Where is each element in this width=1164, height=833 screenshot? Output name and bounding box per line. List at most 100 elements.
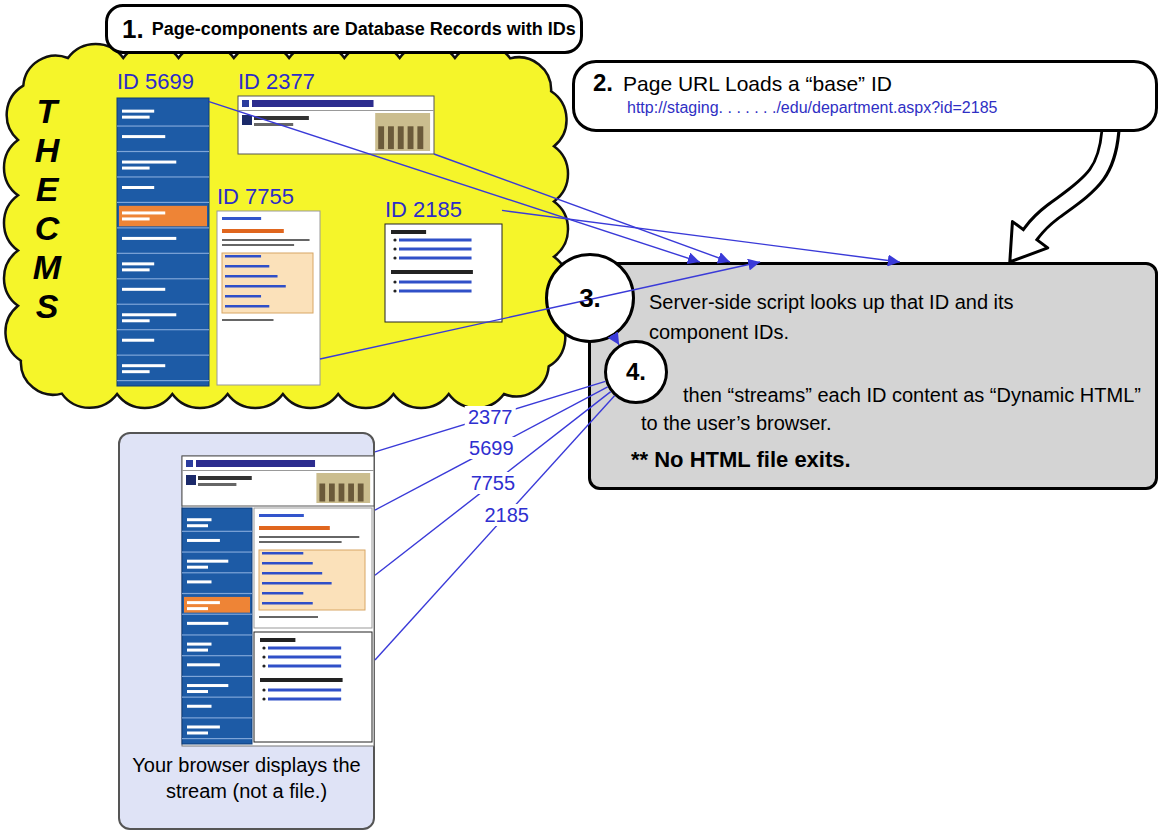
logo-text-mark: [198, 476, 252, 480]
connector-line: [375, 392, 611, 576]
connector-line: [209, 102, 700, 262]
heading-mark: [259, 526, 330, 530]
step-text: then “streams” each ID content as “Dynam…: [641, 381, 1146, 437]
caption-text: Your browser displays the stream (not a …: [120, 752, 373, 804]
menu-text-mark: [122, 135, 165, 138]
header-banner: [238, 96, 434, 154]
menu-text-mark: [122, 217, 150, 220]
callout-text: 2.: [593, 69, 613, 97]
callout-text: http://staging. . . . . . ./edu/departme…: [627, 99, 1137, 117]
photo-strip: [316, 473, 370, 503]
menu-text-mark: [122, 319, 150, 322]
record-header: ID 2377: [238, 70, 434, 154]
bullet-dot: [393, 280, 396, 283]
link-mark: [225, 285, 286, 288]
connector-line: [434, 154, 730, 262]
callout-text: Page-components are Database Records wit…: [152, 19, 576, 40]
menu-divider: [117, 253, 209, 254]
link-mark: [225, 275, 278, 278]
menu-text-mark: [122, 167, 150, 170]
step-circle: 4.: [604, 340, 668, 404]
link-mark: [399, 248, 472, 251]
heading-mark: [391, 270, 473, 274]
link-mark: [262, 582, 332, 585]
edge-label: 2377: [465, 406, 516, 428]
link-mark: [225, 265, 269, 268]
content-panel: [254, 508, 372, 628]
connector-line: [375, 387, 608, 510]
link-mark: [262, 592, 303, 595]
connector-path: [375, 392, 611, 576]
hollow-arrow: [1010, 122, 1111, 262]
menu-text-mark: [122, 161, 176, 164]
menu-divider: [117, 278, 209, 279]
photo-figure: [417, 126, 423, 149]
link-mark: [399, 257, 472, 260]
menu-divider: [182, 593, 252, 594]
menu-divider: [182, 614, 252, 615]
link-table: [222, 253, 313, 313]
menu-text-mark: [187, 580, 212, 583]
bullet-dot: [393, 238, 396, 241]
step-number: 3.: [579, 283, 601, 314]
photo-figure: [378, 126, 384, 149]
photo-figure: [358, 484, 364, 502]
menu-highlight: [184, 597, 250, 613]
bullet-dot: [262, 697, 265, 700]
connector-path: [209, 102, 700, 262]
menu-text-mark: [187, 607, 208, 610]
record-screenshot: [217, 185, 320, 385]
menu-text-mark: [122, 110, 154, 113]
connector-path: [614, 336, 619, 345]
menu-divider: [182, 717, 252, 718]
menu-text-mark: [187, 731, 208, 734]
connector-line: [320, 262, 760, 359]
photo-strip: [375, 113, 430, 151]
logo-text-mark: [198, 483, 236, 486]
title-chevron: [242, 100, 249, 107]
menu-text-mark: [187, 566, 208, 569]
connector-path: [434, 154, 730, 262]
header-rule: [238, 110, 434, 111]
header-rule: [182, 470, 374, 471]
menu-divider: [182, 572, 252, 573]
speech-callout: 2.Page URL Loads a “base” IDhttp://stagi…: [572, 60, 1158, 132]
link-mark: [225, 295, 261, 298]
photo-figure: [319, 484, 325, 502]
menu-divider: [117, 176, 209, 177]
text-mark: [222, 239, 310, 241]
cms-cloud: THE CMSID 5699ID 2377ID 7755ID 2185: [0, 40, 572, 412]
photo-figure: [348, 484, 354, 502]
menu-divider: [117, 125, 209, 126]
menu-divider: [182, 551, 252, 552]
menu-text-mark: [187, 663, 220, 666]
step-text: Server-side script looks up that ID and …: [649, 287, 1029, 347]
connector-path: [375, 396, 615, 660]
browser-panel: Your browser displays the stream (not a …: [118, 432, 375, 830]
connector-path: [375, 387, 608, 510]
menu-text-mark: [122, 370, 150, 373]
photo-figure: [408, 126, 414, 149]
text-mark: [222, 319, 274, 321]
menu-text-mark: [187, 518, 212, 521]
process-box: Server-side script looks up that ID and …: [588, 262, 1158, 490]
menu-divider: [182, 676, 252, 677]
edge-label: 5699: [466, 437, 517, 459]
heading-mark: [260, 638, 295, 642]
record-id: ID 2377: [238, 70, 434, 94]
link-mark: [399, 281, 472, 284]
menu-text-mark: [187, 643, 212, 646]
menu-text-mark: [122, 268, 150, 271]
logo-mark: [242, 115, 252, 125]
heading-mark: [260, 678, 343, 682]
link-mark: [268, 665, 341, 668]
menu-text-mark: [187, 690, 208, 693]
link-mark: [225, 305, 269, 308]
link-mark: [262, 572, 322, 575]
link-mark: [262, 602, 313, 605]
menu-divider: [117, 151, 209, 152]
link-mark: [222, 217, 261, 220]
menu-divider: [117, 304, 209, 305]
menu-divider: [117, 355, 209, 356]
link-mark: [268, 647, 341, 650]
